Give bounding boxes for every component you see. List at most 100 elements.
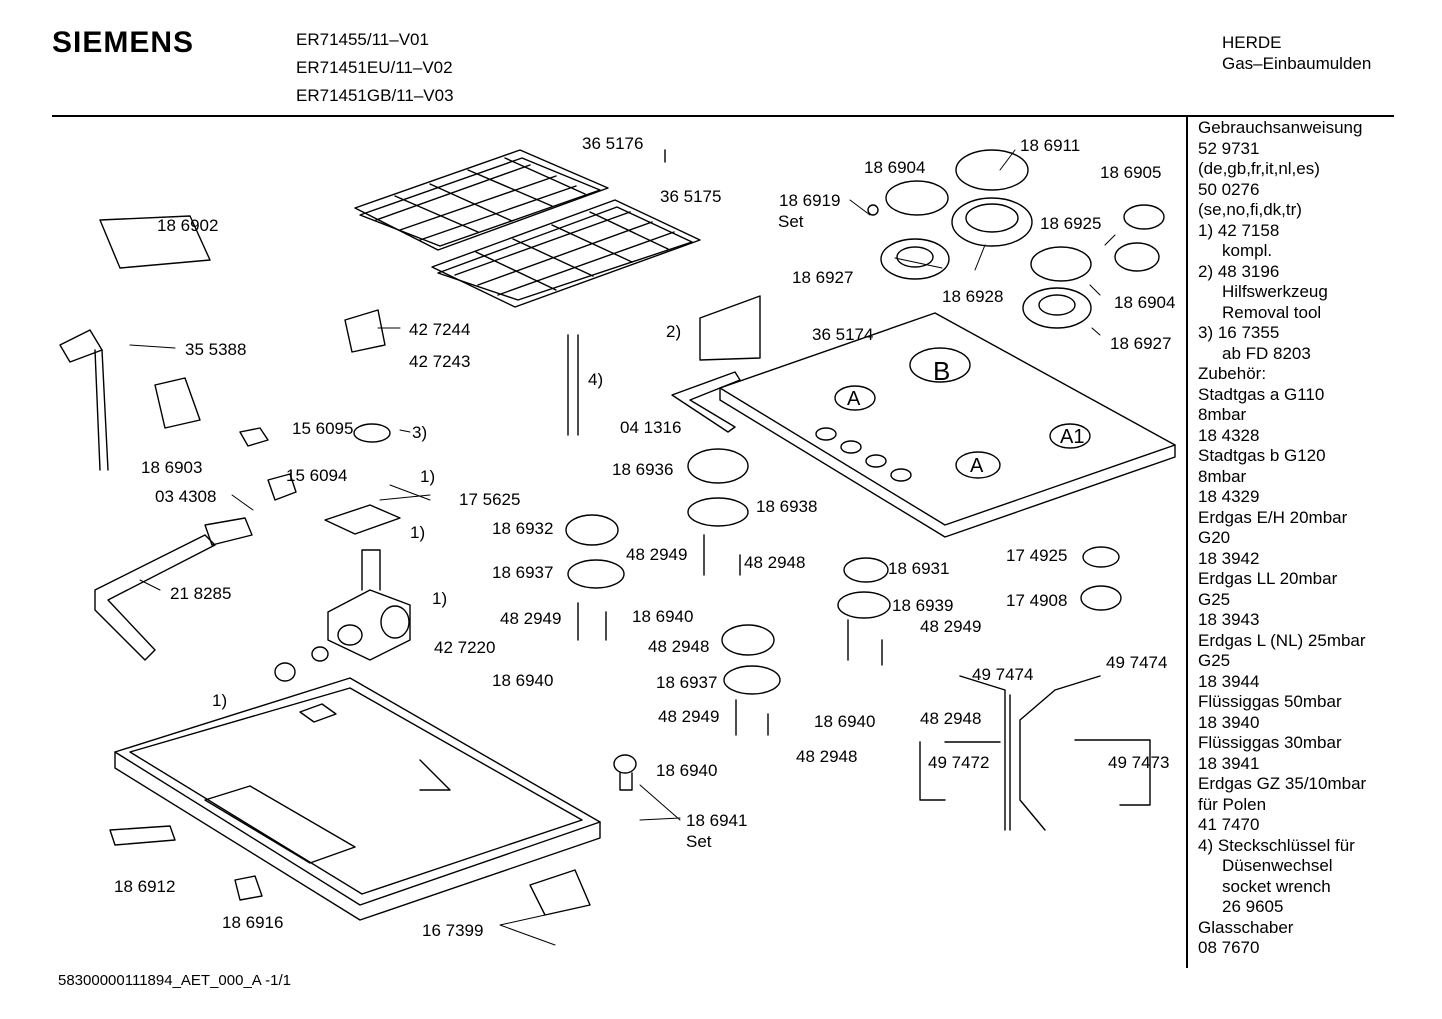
sidebar-line: Erdgas GZ 35/10mbar <box>1198 774 1367 793</box>
part-number-label: 36 5176 <box>582 134 644 153</box>
sidebar-line: 2) 48 3196 <box>1198 261 1280 281</box>
part-number-label: 36 5174 <box>812 325 874 344</box>
sidebar-line: 08 7670 <box>1198 938 1260 957</box>
part-number-label: 03 4308 <box>155 487 217 506</box>
part-number-label: 15 6094 <box>286 466 348 485</box>
sidebar-line: Erdgas L (NL) 25mbar <box>1198 630 1366 650</box>
document-footer: 58300000111894_AET_000_A -1/1 <box>58 972 291 989</box>
part-number-label: Set <box>686 832 712 851</box>
part-number-label: 49 7473 <box>1108 753 1170 772</box>
part-number-label: 18 6937 <box>656 673 718 692</box>
part-number-label: 49 7474 <box>972 665 1034 684</box>
model-number-2: ER71451EU/11–V02 <box>296 58 453 77</box>
part-number-label: 36 5175 <box>660 187 722 206</box>
sidebar-line: kompl. <box>1222 241 1273 260</box>
header-divider <box>52 115 1394 117</box>
part-number-label: 18 6932 <box>492 519 554 538</box>
sidebar-line: 18 3943 <box>1198 610 1260 629</box>
sidebar-line: 50 0276 <box>1198 179 1260 199</box>
part-number-label: 48 2949 <box>500 609 562 628</box>
part-number-label: 17 4908 <box>1006 591 1068 610</box>
part-number-label: 15 6095 <box>292 419 354 438</box>
sidebar-line: Erdgas E/H 20mbar <box>1198 507 1348 527</box>
category-subtitle: Gas–Einbaumulden <box>1222 54 1372 73</box>
part-number-label: 1) <box>410 523 426 542</box>
sidebar-line: 18 3942 <box>1198 548 1260 568</box>
part-number-label: 48 2948 <box>648 637 710 656</box>
part-number-label: 42 7220 <box>434 638 496 657</box>
sidebar-line: socket wrench <box>1222 876 1331 896</box>
part-number-label: 3) <box>412 423 428 442</box>
part-number-label: 18 6941 <box>686 811 748 830</box>
part-number-label: B <box>933 356 951 386</box>
model-number-1: ER71455/11–V01 <box>296 30 429 49</box>
sidebar-line: 52 9731 <box>1198 138 1260 158</box>
part-number-label: 49 7474 <box>1106 653 1168 672</box>
sidebar-line: (de,gb,fr,it,nl,es) <box>1198 159 1320 178</box>
sidebar-line: G20 <box>1198 528 1231 547</box>
part-number-label: 18 6940 <box>656 761 718 780</box>
small-parts <box>59 204 879 916</box>
part-number-label: 2) <box>666 322 682 341</box>
part-number-label: 18 6939 <box>892 596 954 615</box>
sidebar-line: für Polen <box>1198 794 1267 814</box>
sidebar-line: Removal tool <box>1222 302 1322 322</box>
sidebar-line: 8mbar <box>1198 405 1247 424</box>
model-number-3: ER71451GB/11–V03 <box>296 86 454 105</box>
sidebar-line: 18 3944 <box>1198 671 1260 691</box>
category-title: HERDE <box>1222 33 1282 52</box>
sidebar-line: 8mbar <box>1198 466 1247 486</box>
cooktop-plate <box>671 295 1176 538</box>
part-number-label: 18 6940 <box>632 607 694 626</box>
part-number-label: 1) <box>420 467 436 486</box>
sidebar-line: Gebrauchsanweisung <box>1198 118 1363 137</box>
part-number-label: 18 6940 <box>492 671 554 690</box>
gas-valve-assembly <box>94 334 637 791</box>
sidebar-line: Erdgas LL 20mbar <box>1198 569 1338 588</box>
part-number-label: 42 7244 <box>409 320 471 339</box>
sidebar-divider <box>1186 116 1188 968</box>
part-number-label: A <box>970 455 984 477</box>
part-number-label: 17 4925 <box>1006 546 1068 565</box>
part-number-label: 42 7243 <box>409 352 471 371</box>
part-number-label: 18 6940 <box>814 712 876 731</box>
sidebar-line: Stadtgas a G110 <box>1198 384 1325 404</box>
thermocouple-pipes <box>577 534 1151 831</box>
part-number-label: 18 6936 <box>612 460 674 479</box>
part-number-label: 18 6937 <box>492 563 554 582</box>
leader-lines <box>129 149 1116 946</box>
part-number-label: 18 6927 <box>1110 334 1172 353</box>
sidebar-line: 4) Steckschlüssel für <box>1198 835 1355 855</box>
part-number-label: 18 6931 <box>888 559 950 578</box>
part-number-label: Set <box>778 212 804 231</box>
part-number-label: 48 2949 <box>920 617 982 636</box>
part-number-label: 48 2949 <box>626 545 688 564</box>
part-number-label: 18 6904 <box>1114 293 1176 312</box>
sidebar-line: Düsenwechsel <box>1222 856 1333 875</box>
pan-support-grates <box>354 149 701 308</box>
part-number-label: A <box>847 388 861 410</box>
sidebar-line: 1) 42 7158 <box>1198 220 1280 240</box>
part-number-label: 18 6902 <box>157 216 219 235</box>
brand-logo: SIEMENS <box>52 26 195 59</box>
sidebar-line: G25 <box>1198 651 1231 670</box>
part-number-label: 48 2948 <box>796 747 858 766</box>
sidebar-line: Hilfswerkzeug <box>1222 282 1328 301</box>
part-number-label: 18 6927 <box>792 268 854 287</box>
part-number-label: 1) <box>432 589 448 608</box>
part-number-label: 18 6911 <box>1020 136 1081 155</box>
sidebar-line: 18 4328 <box>1198 425 1260 445</box>
sidebar-line: 18 3940 <box>1198 712 1260 732</box>
part-number-label: 4) <box>588 370 604 389</box>
part-number-label: 18 6904 <box>864 158 926 177</box>
part-number-label: A1 <box>1060 426 1085 448</box>
sidebar-line: 18 3941 <box>1198 753 1260 773</box>
part-number-label: 48 2949 <box>658 707 720 726</box>
part-number-label: 18 6912 <box>114 877 176 896</box>
part-number-label: 1) <box>212 691 228 710</box>
part-number-label: 04 1316 <box>620 418 682 437</box>
sidebar-line: G25 <box>1198 589 1231 609</box>
sidebar-line: Flüssiggas 50mbar <box>1198 692 1342 711</box>
part-number-label: 21 8285 <box>170 584 232 603</box>
